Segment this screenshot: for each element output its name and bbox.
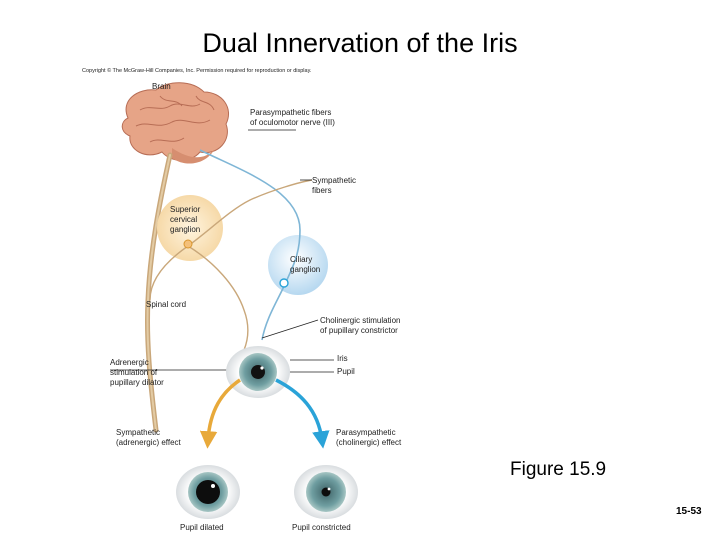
label-pupil-constricted: Pupil constricted (292, 523, 351, 532)
label-iris: Iris (337, 354, 348, 363)
constricted-eye (294, 465, 358, 519)
label-brain: Brain (152, 82, 171, 91)
label-parasympathetic-effect: Parasympathetic(cholinergic) effect (336, 428, 402, 447)
dilated-eye (176, 465, 240, 519)
slide-number: 15-53 (676, 506, 702, 517)
copyright-notice: Copyright © The McGraw-Hill Companies, I… (82, 68, 312, 74)
sympathetic-synapse-icon (183, 239, 193, 249)
label-sympathetic-effect: Sympathetic(adrenergic) effect (116, 428, 181, 447)
page-title: Dual Innervation of the Iris (202, 28, 518, 58)
sympathetic-fiber-path (149, 179, 313, 301)
superior-cervical-ganglion (157, 195, 223, 261)
label-spinal-cord: Spinal cord (146, 300, 187, 309)
parasympathetic-effect-arrow (275, 378, 330, 449)
ciliary-synapse-icon (279, 278, 289, 288)
parasympathetic-fiber-path (199, 149, 301, 341)
label-pupil-dilated: Pupil dilated (180, 523, 224, 532)
center-eye (226, 346, 290, 398)
label-pupil: Pupil (337, 367, 355, 376)
sympathetic-effect-arrow (199, 378, 241, 449)
brain-illustration (121, 82, 229, 164)
figure-label: Figure 15.9 (510, 459, 607, 480)
